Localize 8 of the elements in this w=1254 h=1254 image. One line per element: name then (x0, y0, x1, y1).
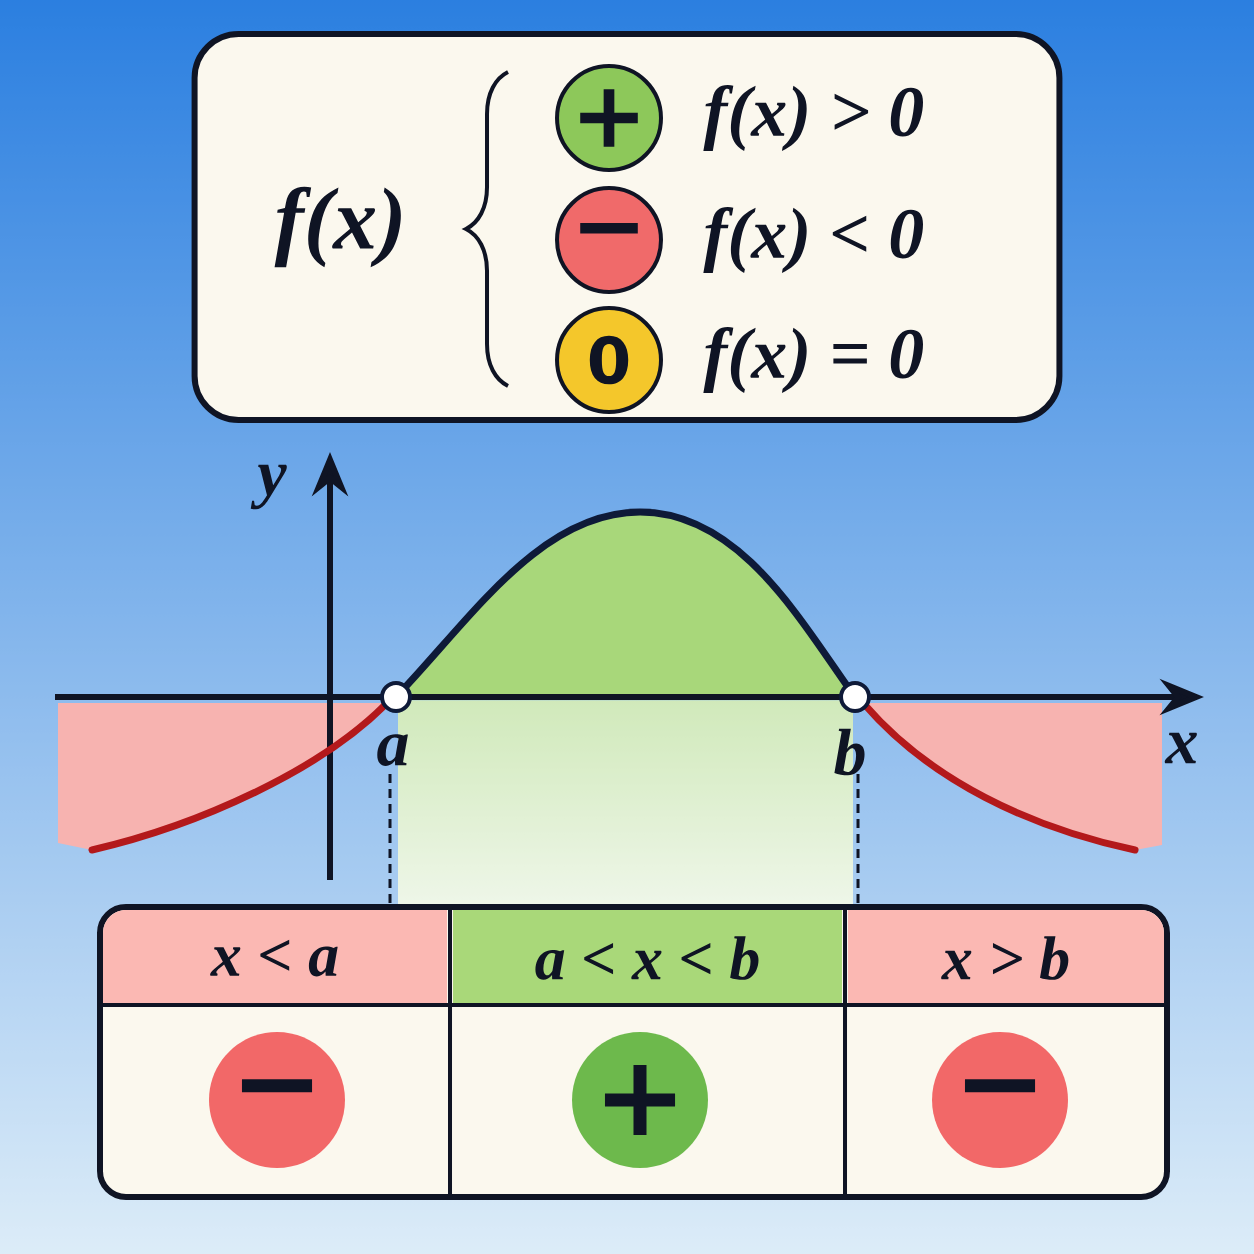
condition-label: f(x) > 0 (703, 85, 923, 151)
table-header-cell: a < x < b (453, 910, 842, 1003)
axis-label: y (250, 464, 287, 510)
condition-label: f(x) = 0 (703, 327, 923, 393)
table-header-cell: x > b (848, 910, 1164, 1003)
condition-label: f(x) < 0 (703, 207, 923, 273)
axis-label: x (1164, 732, 1197, 764)
table-header-cell: x < a (103, 910, 447, 1003)
